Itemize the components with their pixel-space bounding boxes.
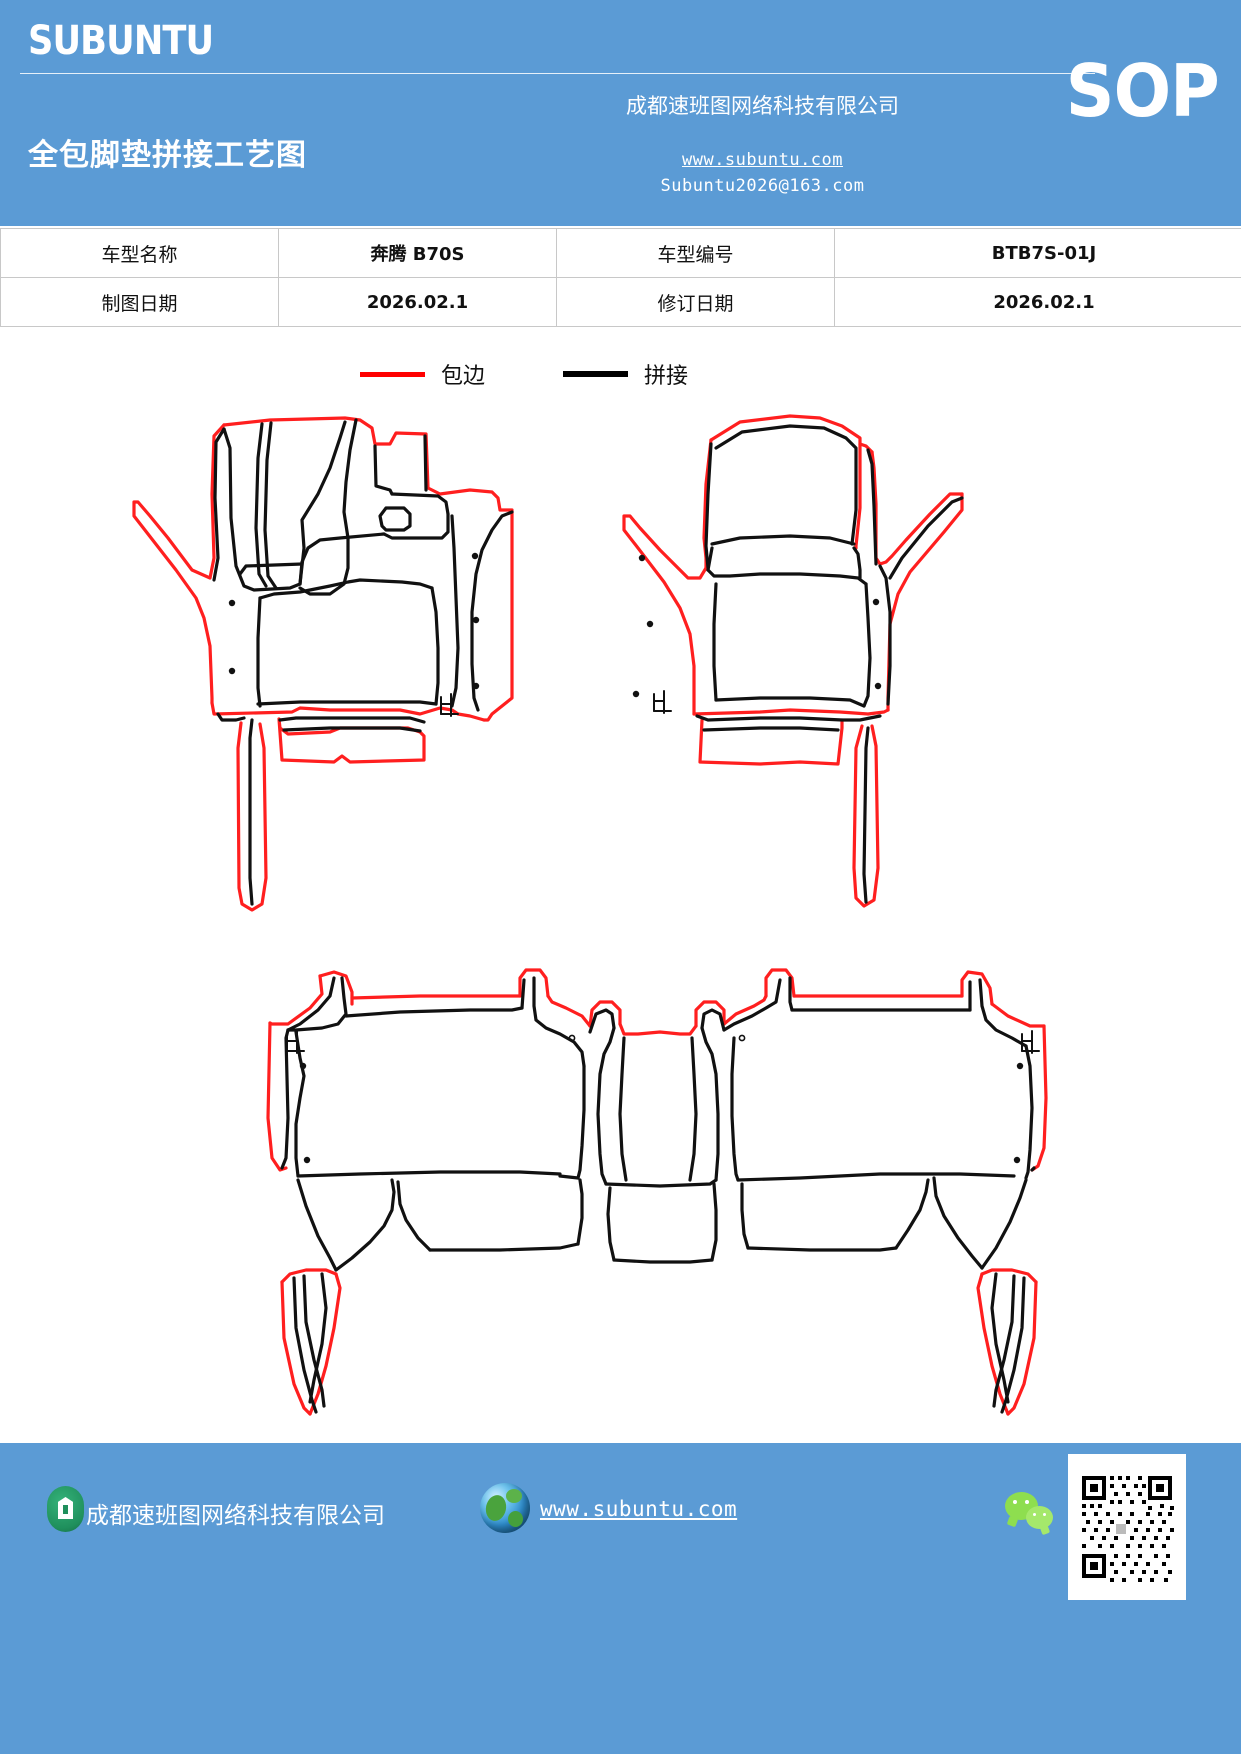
piece-rear-mat-assembly <box>266 968 1048 1416</box>
cell-revision-date-value: 2026.02.1 <box>834 277 1241 327</box>
cell-draw-date-value: 2026.02.1 <box>278 277 557 327</box>
legend-item-splice: 拼接 <box>563 358 688 390</box>
footer-website-link[interactable]: www.subuntu.com <box>540 1497 738 1521</box>
cell-model-name-label: 车型名称 <box>0 228 279 278</box>
header-website-link[interactable]: www.subuntu.com <box>681 150 844 170</box>
black-line-swatch-icon <box>563 371 628 377</box>
cell-revision-date-label: 修订日期 <box>556 277 835 327</box>
stop-marker-front-left <box>440 693 459 717</box>
cell-model-code-value: BTB7S-01J <box>834 228 1241 278</box>
legend-label-splice: 拼接 <box>644 363 689 388</box>
legend: 包边 拼接 <box>0 358 1241 398</box>
cell-model-code-label: 车型编号 <box>556 228 835 278</box>
header-email[interactable]: Subuntu2026@163.com <box>660 176 865 196</box>
building-icon <box>47 1486 84 1532</box>
brand-logo-text: SUBUNTU <box>28 18 214 64</box>
globe-icon <box>480 1483 530 1533</box>
floor-mat-technical-drawing <box>0 398 1241 1428</box>
page-header: SUBUNTU 全包脚垫拼接工艺图 成都速班图网络科技有限公司 www.subu… <box>0 0 1241 226</box>
page-title: 全包脚垫拼接工艺图 <box>28 138 307 173</box>
piece-front-right-mat <box>622 414 964 908</box>
footer-company-name: 成都速班图网络科技有限公司 <box>86 1503 385 1528</box>
legend-label-binding: 包边 <box>441 363 486 388</box>
wechat-icon <box>1005 1492 1057 1534</box>
vehicle-info-table: 车型名称 奔腾 B70S 车型编号 BTB7S-01J 制图日期 2026.02… <box>0 228 1241 327</box>
cell-model-name-value: 奔腾 B70S <box>278 228 557 278</box>
stop-marker-rear-right <box>1021 1030 1040 1054</box>
header-divider <box>20 73 1095 74</box>
table-row: 制图日期 2026.02.1 修订日期 2026.02.1 <box>0 277 1241 327</box>
cell-draw-date-label: 制图日期 <box>0 277 279 327</box>
table-row: 车型名称 奔腾 B70S 车型编号 BTB7S-01J <box>0 228 1241 278</box>
piece-front-left-mat <box>132 416 514 912</box>
stop-marker-rear-left <box>286 1030 305 1054</box>
stop-marker-front-right <box>653 690 672 714</box>
qr-code <box>1068 1454 1186 1600</box>
header-company-name: 成都速班图网络科技有限公司 <box>626 94 899 118</box>
sop-badge: SOP <box>1065 49 1220 133</box>
legend-item-binding: 包边 <box>360 358 485 390</box>
page-footer <box>0 1443 1241 1754</box>
red-line-swatch-icon <box>360 371 425 377</box>
